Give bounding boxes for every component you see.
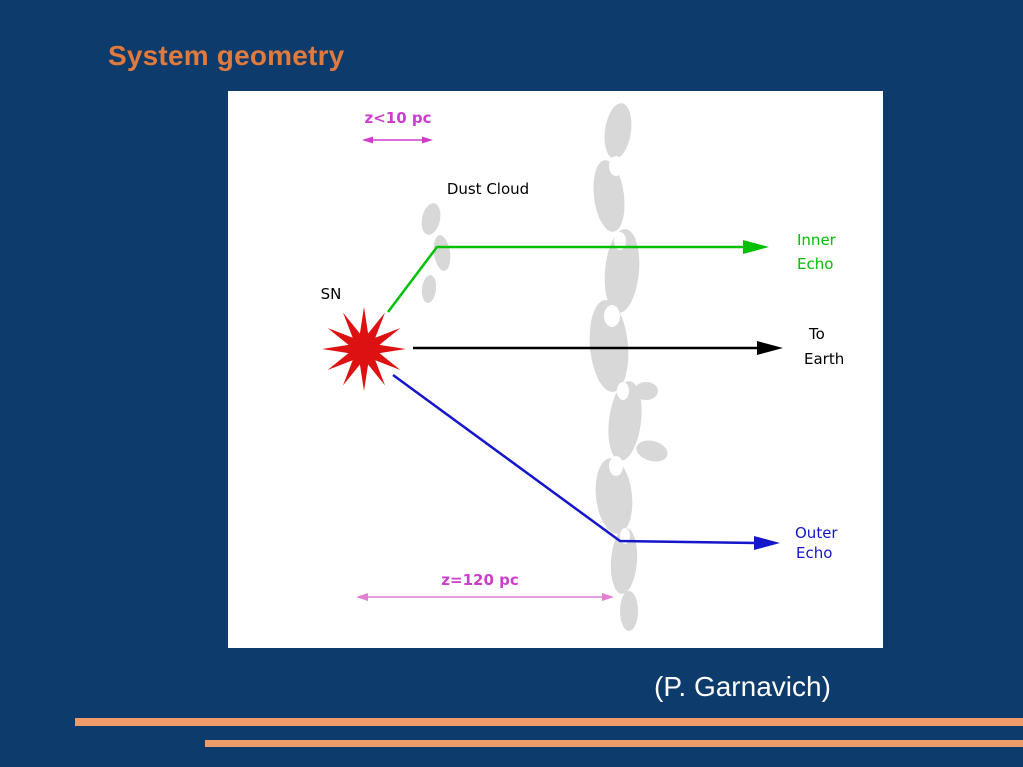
- to-earth-label-line2: Earth: [804, 350, 844, 368]
- inner-echo-arrow: [387, 240, 769, 313]
- outer-echo-label-line1: Outer: [795, 524, 838, 542]
- outer-echo-arrow: [392, 373, 780, 550]
- inner-echo-label-line1: Inner: [797, 231, 837, 249]
- sn-star: [322, 307, 406, 391]
- caption: (P. Garnavich): [654, 671, 831, 702]
- to-earth-arrow: [413, 341, 783, 355]
- accent-bar-top: [75, 718, 1023, 726]
- accent-bar-bottom: [205, 740, 1023, 747]
- geometry-diagram: z<10 pc Dust Cloud SN Inner Echo: [321, 103, 844, 631]
- dust-cloud-cluster: [421, 203, 451, 303]
- z-outer-label: z=120 pc: [441, 571, 518, 589]
- z-outer-measure-arrow: [356, 593, 614, 601]
- sn-label: SN: [321, 285, 342, 303]
- diagram-panel: z<10 pc Dust Cloud SN Inner Echo: [228, 91, 883, 648]
- outer-echo-label-line2: Echo: [796, 544, 832, 562]
- dust-cloud-band: [589, 103, 668, 631]
- z-inner-measure-arrow: [362, 136, 433, 144]
- dust-cloud-label: Dust Cloud: [447, 180, 529, 198]
- slide-title: System geometry: [108, 40, 345, 71]
- inner-echo-label-line2: Echo: [797, 255, 833, 273]
- z-inner-label: z<10 pc: [364, 109, 431, 127]
- to-earth-label-line1: To: [808, 325, 825, 343]
